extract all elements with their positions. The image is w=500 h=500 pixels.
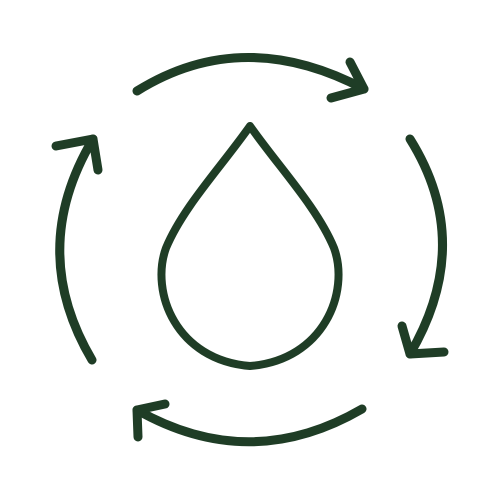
- cycle-arrow-bottom-icon: [132, 399, 367, 447]
- water-drop-icon: [157, 122, 343, 370]
- cycle-arrow-right-icon: [397, 134, 449, 359]
- cycle-arrow-left-icon: [51, 134, 103, 365]
- cycle-arrow-top-icon: [132, 53, 369, 103]
